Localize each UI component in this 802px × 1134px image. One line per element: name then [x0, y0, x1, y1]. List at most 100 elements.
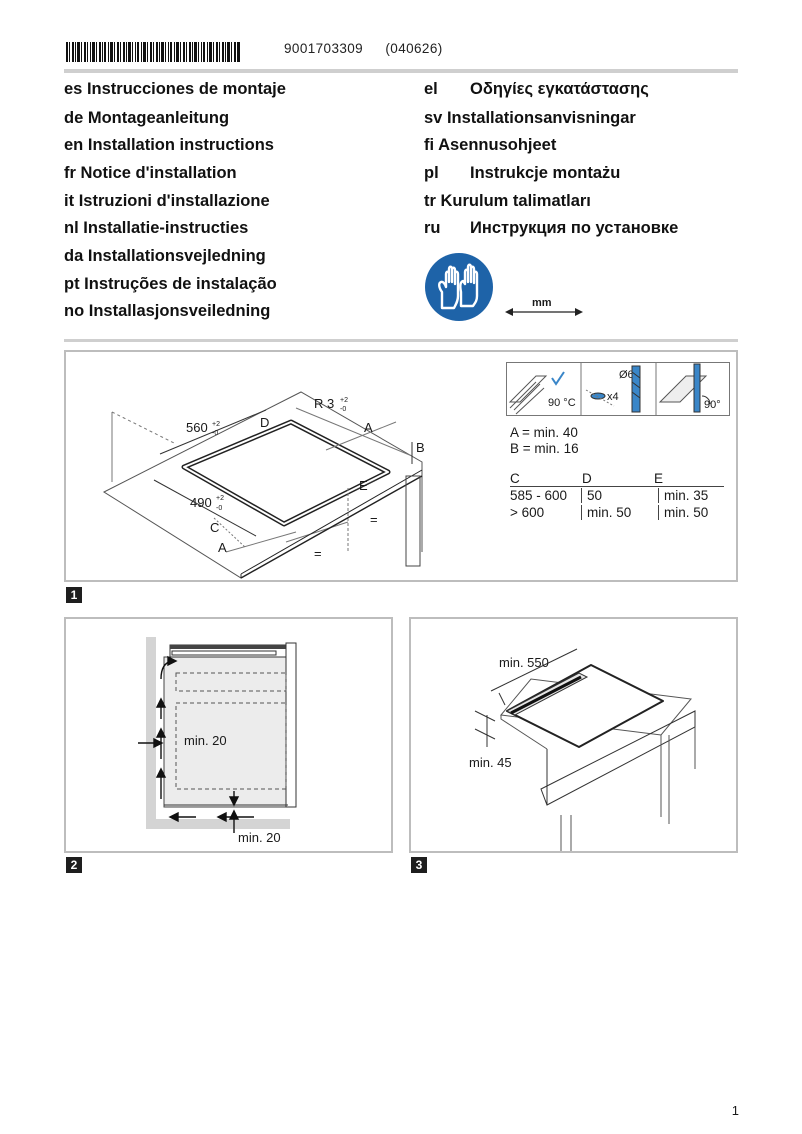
lang-da: da Installationsvejledning — [64, 247, 266, 266]
lang-title: Instrucciones de montaje — [86, 80, 286, 98]
dim-depth-tol-minus: -0 — [216, 505, 222, 512]
lang-code: de — [64, 109, 84, 127]
lang-code: no — [64, 302, 85, 320]
lang-title: Instruções de instalação — [84, 275, 277, 293]
lang-title: Notice d'installation — [80, 164, 237, 182]
label-bottom-clearance: min. 20 — [238, 830, 281, 845]
lang-no: no Installasjonsveiledning — [64, 302, 270, 321]
page-number: 1 — [731, 1103, 739, 1118]
lang-code: fi — [424, 136, 435, 154]
ventilation-diagram: min. 20 min. 20 — [138, 637, 297, 845]
lang-title: Instrukcje montażu — [470, 164, 621, 182]
label-b: B — [416, 440, 425, 455]
figure-1-number: 1 — [66, 587, 82, 603]
document-number-line: 9001703309 (040626) — [284, 41, 443, 56]
lang-code: it — [64, 192, 75, 210]
top-rule — [64, 69, 738, 73]
clearance-table: C D E 585 - 600 50 min. 35 > 600 min. 50… — [510, 468, 724, 521]
document-code: (040626) — [385, 41, 443, 56]
table-header-e: E — [654, 471, 664, 486]
lang-code: el — [424, 80, 438, 98]
table-cell: 585 - 600 — [510, 488, 582, 503]
inset-temperature: 90 °C — [548, 397, 576, 409]
cutout-depth-diagram: min. 550 min. 45 — [469, 648, 696, 851]
label-side-clearance: min. 20 — [184, 733, 227, 748]
figure-2-panel: min. 20 min. 20 — [64, 617, 393, 853]
label-equal-1: = — [370, 512, 378, 527]
lang-pt: pt Instruções de instalação — [64, 275, 277, 294]
table-header: C D E — [510, 468, 724, 487]
lang-title: Montageanleitung — [87, 109, 230, 127]
lang-sv: sv Installationsanvisningar — [424, 109, 636, 128]
dim-width-tol-minus: -0 — [212, 430, 218, 437]
lang-el: el Οδηγίες εγκατάστασης — [424, 80, 649, 99]
barcode — [66, 42, 240, 62]
table-cell: min. 50 — [582, 505, 659, 520]
lang-es: es Instrucciones de montaje — [64, 80, 286, 99]
lang-nl: nl Installatie-instructies — [64, 219, 248, 238]
table-row: 585 - 600 50 min. 35 — [510, 487, 724, 504]
lang-code: es — [64, 80, 83, 98]
lang-title: Installation instructions — [87, 136, 274, 154]
dim-radius-tol-minus: -0 — [340, 406, 346, 413]
dim-depth: 490 — [190, 495, 212, 510]
lang-title: Installatie-instructies — [83, 219, 249, 237]
label-e: E — [359, 478, 368, 493]
label-equal-2: = — [314, 546, 322, 561]
table-cell: > 600 — [510, 505, 582, 520]
lang-title: Installationsanvisningar — [446, 109, 636, 127]
document-number: 9001703309 — [284, 41, 364, 56]
lang-title: Οδηγίες εγκατάστασης — [470, 80, 649, 98]
dimension-notes: A = min. 40 B = min. 16 — [510, 425, 579, 457]
label-min-height: min. 45 — [469, 755, 512, 770]
lang-title: Asennusohjeet — [438, 136, 557, 154]
table-cell: min. 50 — [664, 505, 709, 520]
dim-width: 560 — [186, 420, 208, 435]
lang-code: nl — [64, 219, 79, 237]
lang-pl: pl Instrukcje montażu — [424, 164, 620, 183]
dim-depth-tol-plus: +2 — [216, 495, 224, 502]
table-header-c: C — [510, 471, 520, 486]
dim-a-note: A = min. 40 — [510, 425, 578, 440]
lang-code: da — [64, 247, 84, 265]
lang-de: de Montageanleitung — [64, 109, 229, 128]
inset-angle: 90° — [704, 399, 721, 411]
protective-gloves-icon — [425, 253, 493, 321]
label-a-top: A — [364, 420, 373, 435]
lang-it: it Istruzioni d'installazione — [64, 192, 270, 211]
lang-code: sv — [424, 109, 443, 127]
figure-3-panel: min. 550 min. 45 — [409, 617, 738, 853]
lang-code: ru — [424, 219, 441, 237]
label-a-bottom: A — [218, 540, 227, 555]
lang-title: Kurulum talimatları — [440, 192, 591, 210]
inset-drill-diameter: Ø6 — [619, 369, 634, 381]
lang-title: Installasjonsveiledning — [88, 302, 271, 320]
lang-code: pl — [424, 164, 439, 182]
table-header-d: D — [582, 471, 592, 486]
lang-code: en — [64, 136, 84, 154]
dim-radius: R 3 — [314, 396, 334, 411]
label-d: D — [260, 415, 269, 430]
label-min-length: min. 550 — [499, 655, 549, 670]
lang-en: en Installation instructions — [64, 136, 274, 155]
lang-code: tr — [424, 192, 436, 210]
cutout-diagram: 560 +2 -0 490 +2 -0 R 3 +2 -0 D A B E C … — [102, 391, 425, 579]
lang-title: Инструкция по установке — [470, 219, 679, 237]
lang-code: pt — [64, 275, 80, 293]
lang-fr: fr Notice d'installation — [64, 164, 237, 183]
lang-title: Installationsvejledning — [87, 247, 266, 265]
table-cell: 50 — [582, 488, 659, 503]
lang-fi: fi Asennusohjeet — [424, 136, 556, 155]
inset-drill-count: x4 — [607, 391, 619, 403]
figure-2-number: 2 — [66, 857, 82, 873]
lang-title: Istruzioni d'installazione — [78, 192, 270, 210]
lang-ru: ru Инструкция по установке — [424, 219, 678, 238]
dim-width-tol-plus: +2 — [212, 421, 220, 428]
figure-3-number: 3 — [411, 857, 427, 873]
dim-b-note: B = min. 16 — [510, 441, 579, 456]
mid-rule — [64, 339, 738, 342]
lang-tr: tr Kurulum talimatları — [424, 192, 591, 211]
dim-radius-tol-plus: +2 — [340, 397, 348, 404]
units-arrow — [505, 308, 583, 316]
units-label: mm — [532, 297, 552, 309]
